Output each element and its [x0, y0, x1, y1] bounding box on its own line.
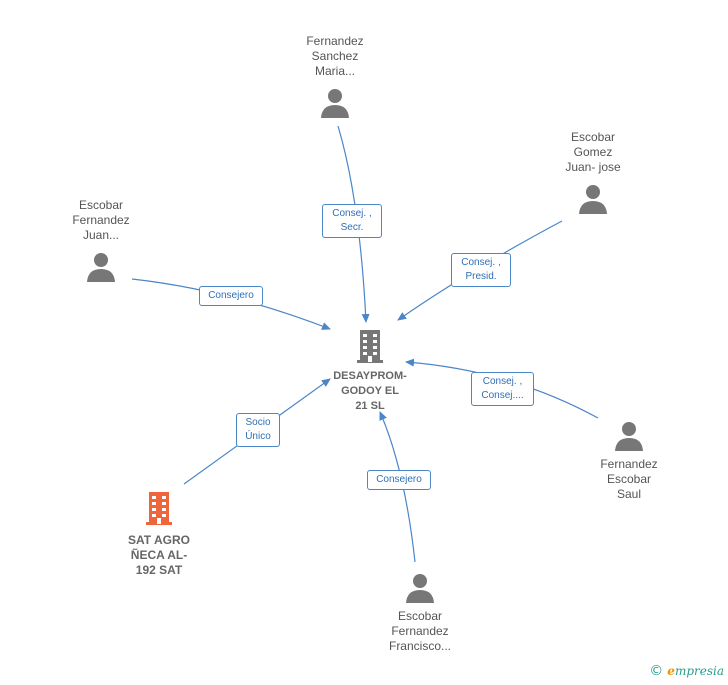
node-sat-agro[interactable]: SAT AGRO ÑECA AL- 192 SAT: [109, 490, 209, 578]
node-escobar-fernandez-juan[interactable]: Escobar Fernandez Juan...: [51, 198, 151, 288]
person-icon: [87, 253, 115, 282]
person-icon: [321, 89, 349, 118]
node-label: Fernandez Escobar Saul: [600, 457, 658, 501]
edge-label-escobar-fernandez-francisco[interactable]: Consejero: [367, 470, 431, 490]
edge-label-fernandez-sanchez[interactable]: Consej. , Secr.: [322, 204, 382, 238]
person-icon: [406, 574, 434, 603]
edge-label-escobar-gomez[interactable]: Consej. , Presid.: [451, 253, 511, 287]
node-escobar-fernandez-francisco[interactable]: Escobar Fernandez Francisco...: [370, 572, 470, 654]
node-desayprom-godoy[interactable]: DESAYPROM- GODOY EL 21 SL: [320, 328, 420, 414]
node-label: Escobar Fernandez Juan...: [72, 198, 130, 242]
node-label: DESAYPROM- GODOY EL 21 SL: [333, 370, 407, 412]
node-label: SAT AGRO ÑECA AL- 192 SAT: [128, 533, 190, 577]
node-label: Escobar Fernandez Francisco...: [388, 609, 451, 653]
node-fernandez-escobar-saul[interactable]: Fernandez Escobar Saul: [579, 420, 679, 502]
node-label: Fernandez Sanchez Maria...: [306, 34, 364, 78]
building-icon: [146, 492, 172, 525]
edge-label-escobar-fernandez-juan[interactable]: Consejero: [199, 286, 263, 306]
copyright-icon: ©: [649, 663, 664, 679]
brand-logo: empresia: [667, 664, 724, 678]
node-fernandez-sanchez[interactable]: Fernandez Sanchez Maria...: [285, 34, 385, 124]
node-escobar-gomez[interactable]: Escobar Gomez Juan- jose: [543, 130, 643, 220]
person-icon: [579, 185, 607, 214]
edge-label-fernandez-escobar-saul[interactable]: Consej. , Consej....: [471, 372, 534, 406]
building-icon: [357, 330, 383, 363]
edge-label-sat[interactable]: Socio Único: [236, 413, 280, 447]
node-label: Escobar Gomez Juan- jose: [565, 130, 621, 174]
person-icon: [615, 422, 643, 451]
footer-brand: © empresia: [649, 663, 724, 679]
